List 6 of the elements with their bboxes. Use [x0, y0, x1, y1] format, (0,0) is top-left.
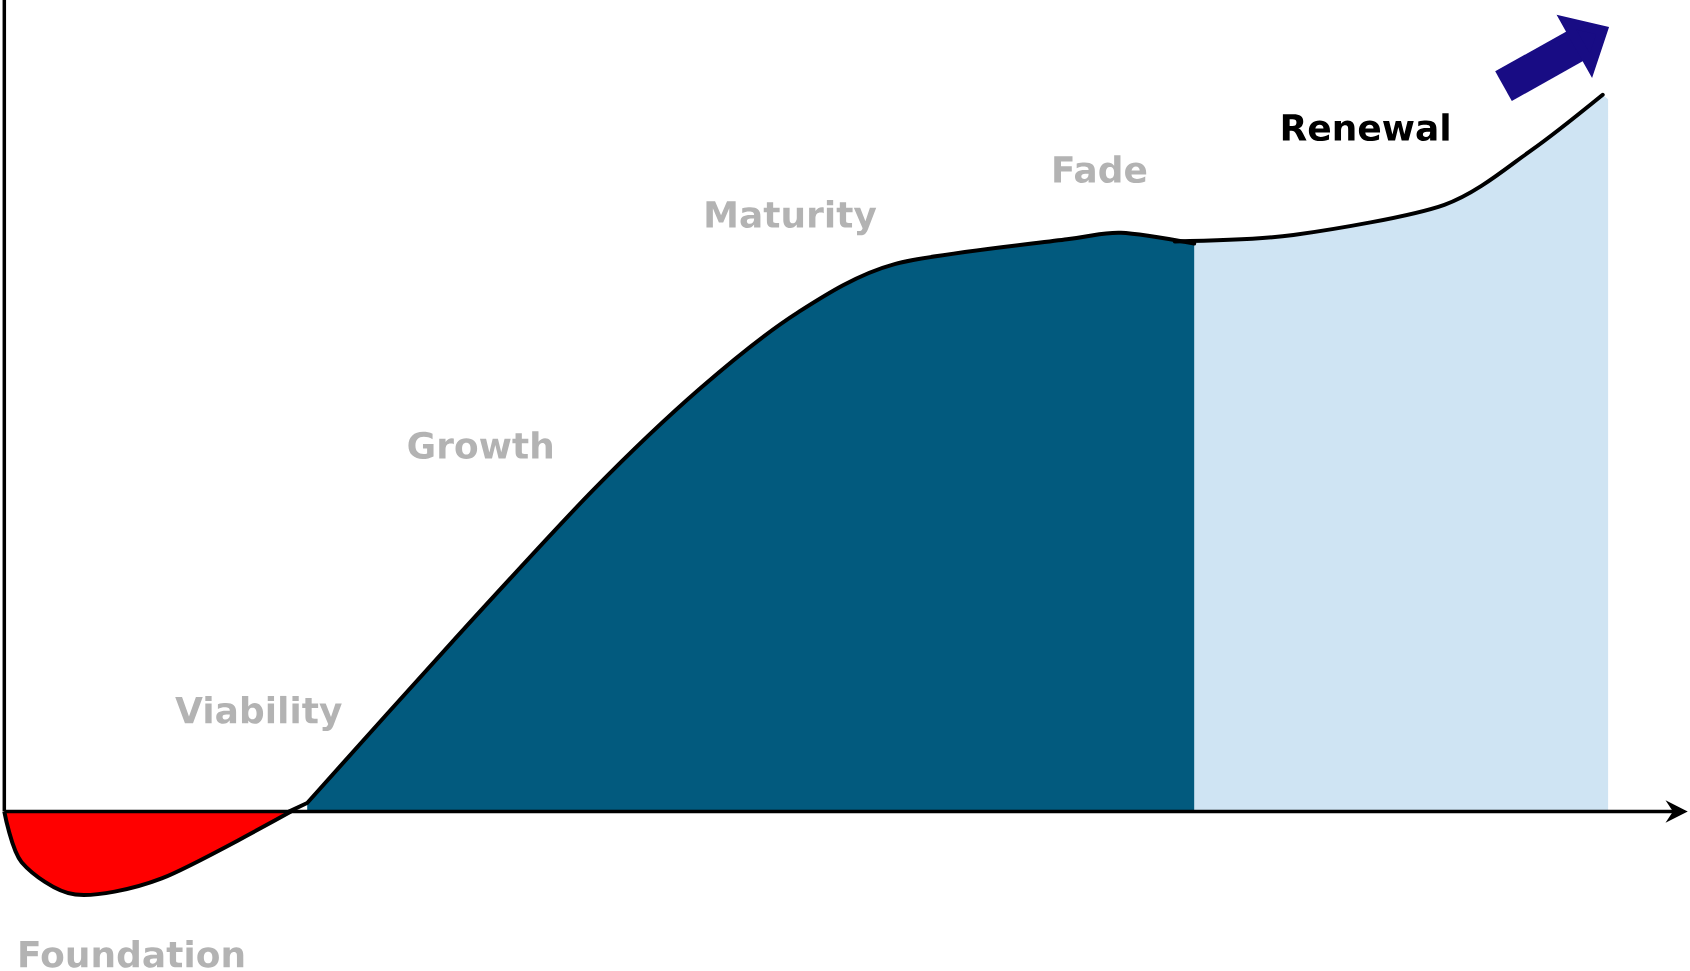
stage-label: Maturity — [706, 200, 877, 236]
stage-label: Growth — [408, 431, 552, 459]
stage-label: Fade — [1054, 155, 1147, 184]
stage-label: Renewal — [1282, 113, 1449, 142]
stage-label: Viability — [175, 695, 342, 732]
stage-label: Foundation — [20, 939, 244, 968]
